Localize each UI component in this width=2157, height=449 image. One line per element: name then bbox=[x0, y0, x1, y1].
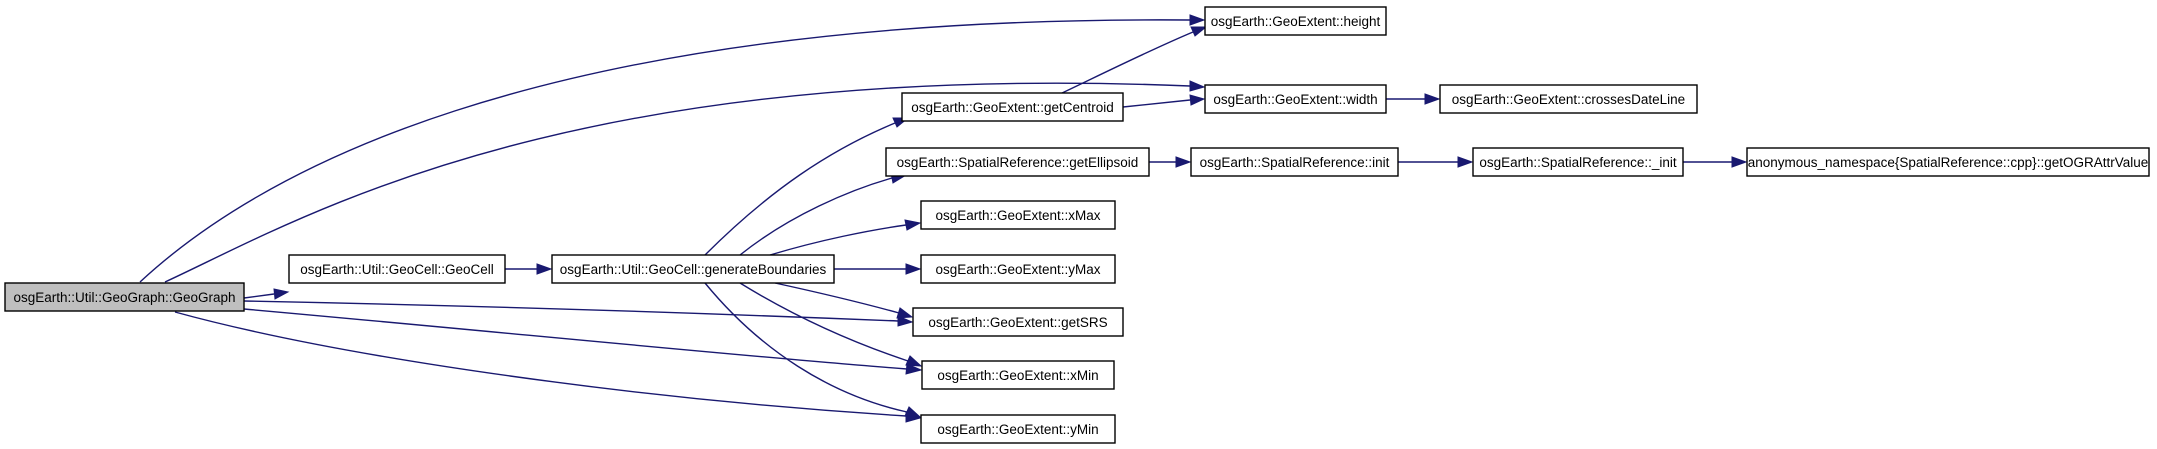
node-getsrs-label: osgEarth::GeoExtent::getSRS bbox=[928, 315, 1107, 330]
node-geocell-label: osgEarth::Util::GeoCell::GeoCell bbox=[300, 262, 494, 277]
node-xmin[interactable]: osgEarth::GeoExtent::xMin bbox=[921, 360, 1115, 390]
edge-getcentroid-width bbox=[1122, 99, 1191, 108]
node-ymax-label: osgEarth::GeoExtent::yMax bbox=[935, 262, 1100, 277]
edge-getcentroid-height-arrow bbox=[1190, 26, 1208, 37]
node-ymax[interactable]: osgEarth::GeoExtent::yMax bbox=[920, 254, 1116, 284]
edge-genbound-xmax-arrow bbox=[904, 219, 922, 231]
node-ymin-label: osgEarth::GeoExtent::yMin bbox=[937, 422, 1098, 437]
edge-genbound-xmin-arrow bbox=[905, 355, 923, 367]
node-root[interactable]: osgEarth::Util::GeoGraph::GeoGraph bbox=[4, 282, 245, 312]
edge-root-geocell-arrow bbox=[273, 288, 290, 300]
node-root-label: osgEarth::Util::GeoGraph::GeoGraph bbox=[13, 290, 235, 305]
node-ymin[interactable]: osgEarth::GeoExtent::yMin bbox=[920, 414, 1116, 444]
edge-genbound-getsrs bbox=[774, 282, 900, 314]
edge-root-width bbox=[164, 82, 1191, 283]
edge-root-width-arrow bbox=[1189, 80, 1206, 92]
edge-srinit-sruinit-arrow bbox=[1457, 156, 1474, 168]
node-getograttrvalue[interactable]: anonymous_namespace{SpatialReference::cp… bbox=[1746, 147, 2150, 177]
edge-root-ymin bbox=[174, 311, 907, 417]
node-sruinit[interactable]: osgEarth::SpatialReference::_init bbox=[1472, 147, 1684, 177]
edge-geocell-genbound-arrow bbox=[536, 263, 553, 275]
edge-getcentroid-width-arrow bbox=[1189, 94, 1206, 106]
edge-root-geocell bbox=[243, 293, 275, 299]
node-xmax[interactable]: osgEarth::GeoExtent::xMax bbox=[920, 200, 1116, 230]
node-xmax-label: osgEarth::GeoExtent::xMax bbox=[935, 208, 1100, 223]
edge-genbound-xmin bbox=[739, 282, 909, 362]
edge-width-crossesdateline-arrow bbox=[1424, 93, 1441, 105]
node-crossesdateline-label: osgEarth::GeoExtent::crossesDateLine bbox=[1452, 92, 1685, 107]
node-genboundaries-label: osgEarth::Util::GeoCell::generateBoundar… bbox=[560, 262, 827, 277]
node-getograttrvalue-label: anonymous_namespace{SpatialReference::cp… bbox=[1748, 155, 2149, 170]
edge-root-getsrs-arrow bbox=[897, 315, 914, 327]
node-height[interactable]: osgEarth::GeoExtent::height bbox=[1204, 6, 1387, 36]
node-xmin-label: osgEarth::GeoExtent::xMin bbox=[937, 368, 1098, 383]
node-srinit-label: osgEarth::SpatialReference::init bbox=[1200, 155, 1390, 170]
edges-layer bbox=[139, 14, 1748, 423]
edge-getellipsoid-srinit-arrow bbox=[1175, 156, 1192, 168]
edge-genbound-ymin bbox=[704, 282, 908, 413]
node-geocell[interactable]: osgEarth::Util::GeoCell::GeoCell bbox=[288, 254, 506, 284]
edge-genbound-getcentroid bbox=[704, 122, 896, 256]
edge-root-xmin bbox=[243, 308, 908, 370]
node-crossesdateline[interactable]: osgEarth::GeoExtent::crossesDateLine bbox=[1439, 84, 1698, 114]
edge-genbound-ymax-arrow bbox=[905, 263, 922, 275]
edge-sruinit-getogr-arrow bbox=[1731, 156, 1748, 168]
edge-root-height-arrow bbox=[1189, 14, 1206, 26]
node-width[interactable]: osgEarth::GeoExtent::width bbox=[1204, 84, 1387, 114]
node-srinit[interactable]: osgEarth::SpatialReference::init bbox=[1190, 147, 1399, 177]
edge-getcentroid-height bbox=[1059, 31, 1194, 95]
edge-genbound-xmax bbox=[769, 224, 907, 256]
node-width-label: osgEarth::GeoExtent::width bbox=[1213, 92, 1377, 107]
edge-genbound-getsrs-arrow bbox=[896, 307, 914, 319]
edge-root-height bbox=[139, 19, 1191, 283]
node-getellipsoid-label: osgEarth::SpatialReference::getEllipsoid bbox=[897, 155, 1139, 170]
edge-genbound-getellipsoid bbox=[739, 177, 893, 256]
edge-root-xmin-arrow bbox=[905, 363, 923, 375]
node-height-label: osgEarth::GeoExtent::height bbox=[1211, 14, 1381, 29]
node-getcentroid[interactable]: osgEarth::GeoExtent::getCentroid bbox=[901, 92, 1124, 122]
node-getellipsoid[interactable]: osgEarth::SpatialReference::getEllipsoid bbox=[885, 147, 1150, 177]
nodes-layer: osgEarth::Util::GeoGraph::GeoGraph osgEa… bbox=[4, 6, 2150, 444]
node-getsrs[interactable]: osgEarth::GeoExtent::getSRS bbox=[912, 307, 1124, 337]
node-sruinit-label: osgEarth::SpatialReference::_init bbox=[1479, 155, 1677, 170]
node-genboundaries[interactable]: osgEarth::Util::GeoCell::generateBoundar… bbox=[551, 254, 835, 284]
edge-root-getsrs bbox=[243, 300, 899, 322]
edge-genbound-ymin-arrow bbox=[904, 406, 922, 418]
node-getcentroid-label: osgEarth::GeoExtent::getCentroid bbox=[911, 100, 1114, 115]
